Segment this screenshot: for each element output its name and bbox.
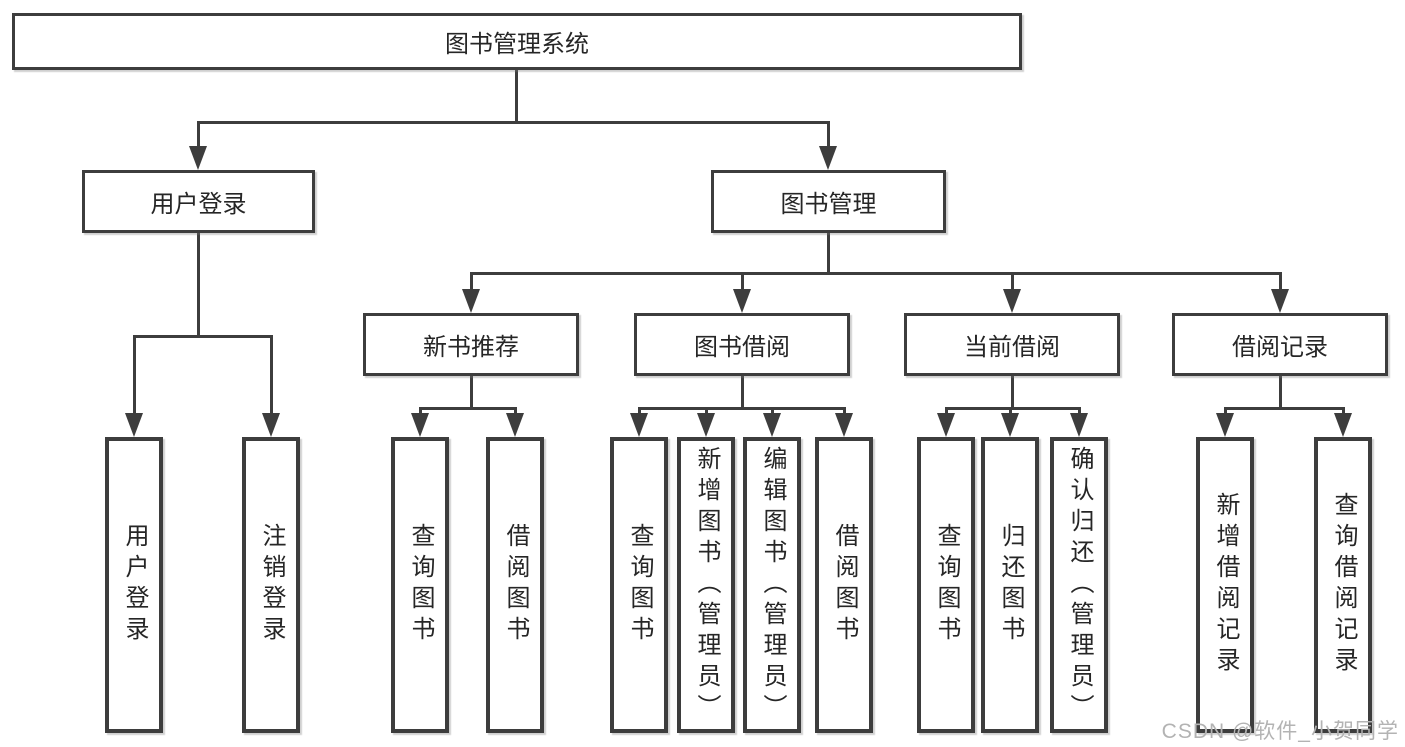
arrow-book-mgmt <box>819 146 837 170</box>
connector-drop-user-login <box>197 121 200 149</box>
leaf-confirm-return: 确认归还（管理员） <box>1050 437 1108 733</box>
connector-root-stem <box>515 70 518 123</box>
connector-drop-book-borrow <box>741 272 744 292</box>
arrow-g3c <box>763 413 781 437</box>
leaf-query-books-borrow-label: 查询图书 <box>626 523 653 647</box>
leaf-query-books-current-label: 查询图书 <box>933 523 960 647</box>
leaf-query-books-rec-label: 查询图书 <box>407 523 434 647</box>
leaf-borrow-books-rec-label: 借阅图书 <box>502 523 529 647</box>
connector-group4-bar <box>945 407 1081 410</box>
connector-drop-g5a <box>1224 407 1227 417</box>
connector-borrow-records-stem <box>1279 376 1282 409</box>
connector-new-book-rec-stem <box>470 376 473 409</box>
node-book-mgmt: 图书管理 <box>711 170 946 233</box>
leaf-query-borrow-record-label: 查询借阅记录 <box>1330 492 1357 678</box>
arrow-leaf-logout <box>262 413 280 437</box>
connector-drop-g2b <box>514 407 517 417</box>
connector-drop-leaf-logout <box>270 335 273 417</box>
connector-drop-g4b <box>1009 407 1012 417</box>
connector-drop-g3d <box>843 407 846 417</box>
leaf-return-books-label: 归还图书 <box>997 523 1024 647</box>
leaf-confirm-return-label: 确认归还（管理员） <box>1066 445 1093 725</box>
connector-drop-g4c <box>1078 407 1081 417</box>
leaf-borrow-books-rec: 借阅图书 <box>486 437 544 733</box>
node-borrow-records-label: 借阅记录 <box>1232 334 1328 361</box>
node-root: 图书管理系统 <box>12 13 1022 70</box>
node-user-login-label: 用户登录 <box>150 191 247 218</box>
arrow-g4a <box>937 413 955 437</box>
node-root-label: 图书管理系统 <box>445 31 589 58</box>
arrow-g2b <box>506 413 524 437</box>
connector-drop-g3c <box>771 407 774 417</box>
leaf-add-books: 新增图书（管理员） <box>677 437 735 733</box>
leaf-query-borrow-record: 查询借阅记录 <box>1314 437 1372 733</box>
node-book-mgmt-label: 图书管理 <box>780 191 877 218</box>
connector-drop-g4a <box>945 407 948 417</box>
arrow-g3a <box>630 413 648 437</box>
connector-group1-bar <box>133 335 273 338</box>
connector-group5-bar <box>1224 407 1345 410</box>
arrow-g5a <box>1216 413 1234 437</box>
arrow-g3b <box>697 413 715 437</box>
connector-drop-leaf-user-login <box>133 335 136 417</box>
arrow-user-login <box>189 146 207 170</box>
node-borrow-records: 借阅记录 <box>1172 313 1388 376</box>
node-book-borrow-label: 图书借阅 <box>694 334 790 361</box>
csdn-watermark: CSDN @软件_小贺同学 <box>1161 720 1399 743</box>
arrow-g5b <box>1334 413 1352 437</box>
node-user-login: 用户登录 <box>82 170 315 233</box>
leaf-edit-books-label: 编辑图书（管理员） <box>759 445 786 725</box>
connector-drop-g3b <box>705 407 708 417</box>
connector-user-login-stem <box>197 233 200 337</box>
connector-drop-book-mgmt <box>827 121 830 149</box>
connector-book-borrow-stem <box>741 376 744 409</box>
connector-group2-bar <box>419 407 517 410</box>
leaf-add-borrow-record-label: 新增借阅记录 <box>1212 492 1239 678</box>
arrow-book-borrow <box>733 289 751 313</box>
arrow-current-borrow <box>1003 289 1021 313</box>
leaf-query-books-current: 查询图书 <box>917 437 975 733</box>
leaf-logout-label: 注销登录 <box>258 523 285 647</box>
leaf-return-books: 归还图书 <box>981 437 1039 733</box>
connector-drop-new-book-rec <box>470 272 473 292</box>
node-book-borrow: 图书借阅 <box>634 313 850 376</box>
connector-drop-g2a <box>419 407 422 417</box>
node-new-book-rec: 新书推荐 <box>363 313 579 376</box>
leaf-logout: 注销登录 <box>242 437 300 733</box>
leaf-add-borrow-record: 新增借阅记录 <box>1196 437 1254 733</box>
connector-level3-bar <box>470 272 1281 275</box>
leaf-query-books-borrow: 查询图书 <box>610 437 668 733</box>
arrow-g2a <box>411 413 429 437</box>
leaf-borrow-books: 借阅图书 <box>815 437 873 733</box>
leaf-user-login: 用户登录 <box>105 437 163 733</box>
node-new-book-rec-label: 新书推荐 <box>423 334 519 361</box>
arrow-new-book-rec <box>462 289 480 313</box>
leaf-add-books-label: 新增图书（管理员） <box>693 445 720 725</box>
connector-group3-bar <box>638 407 846 410</box>
connector-current-borrow-stem <box>1011 376 1014 409</box>
arrow-leaf-user-login <box>125 413 143 437</box>
arrow-g4c <box>1070 413 1088 437</box>
arrow-g3d <box>835 413 853 437</box>
leaf-borrow-books-label: 借阅图书 <box>831 523 858 647</box>
leaf-query-books-rec: 查询图书 <box>391 437 449 733</box>
connector-drop-g3a <box>638 407 641 417</box>
node-current-borrow: 当前借阅 <box>904 313 1120 376</box>
connector-drop-current-borrow <box>1011 272 1014 292</box>
arrow-borrow-records <box>1271 289 1289 313</box>
connector-book-mgmt-stem <box>827 233 830 275</box>
connector-drop-borrow-records <box>1279 272 1282 292</box>
connector-level2-bar <box>197 121 830 124</box>
leaf-user-login-label: 用户登录 <box>121 523 148 647</box>
connector-drop-g5b <box>1342 407 1345 417</box>
arrow-g4b <box>1001 413 1019 437</box>
node-current-borrow-label: 当前借阅 <box>964 334 1060 361</box>
leaf-edit-books: 编辑图书（管理员） <box>743 437 801 733</box>
